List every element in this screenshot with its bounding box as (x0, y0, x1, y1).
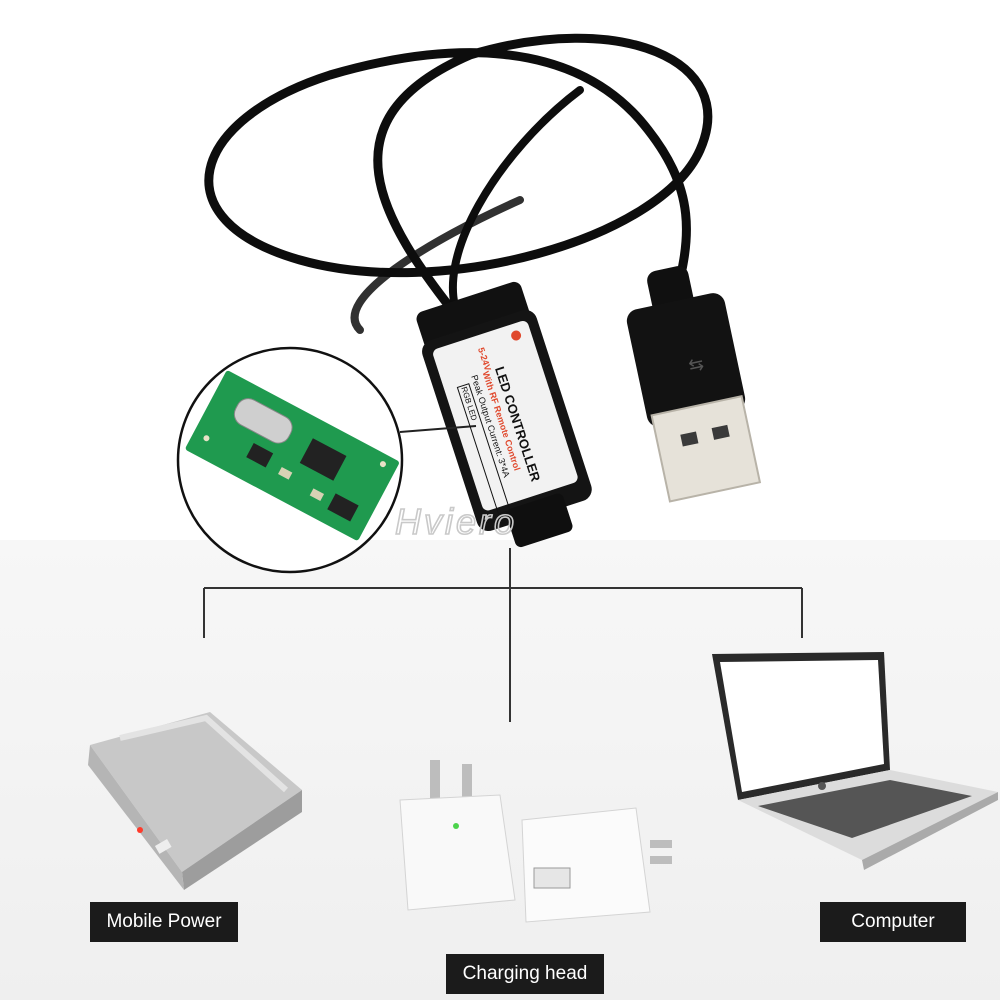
computer-label: Computer (820, 902, 966, 942)
charging-head-text: Charging head (462, 963, 588, 984)
svg-text:⇆: ⇆ (687, 353, 706, 376)
mobile-power-text: Mobile Power (106, 911, 222, 932)
mobile-power-label: Mobile Power (90, 902, 238, 942)
usb-cable (204, 33, 713, 334)
power-bank-image (88, 712, 302, 890)
computer-text: Computer (851, 911, 935, 932)
led-controller (416, 281, 592, 548)
voltage-text: 5-24V (476, 346, 493, 373)
connector-lines (203, 548, 803, 722)
watermark-text: Hviero (395, 501, 517, 542)
usb-plug: ⇆ (626, 266, 762, 503)
pcb-inset (176, 346, 477, 574)
charging-head-image (399, 760, 672, 923)
charging-head-label: Charging head (446, 954, 604, 994)
laptop-image (712, 652, 998, 870)
